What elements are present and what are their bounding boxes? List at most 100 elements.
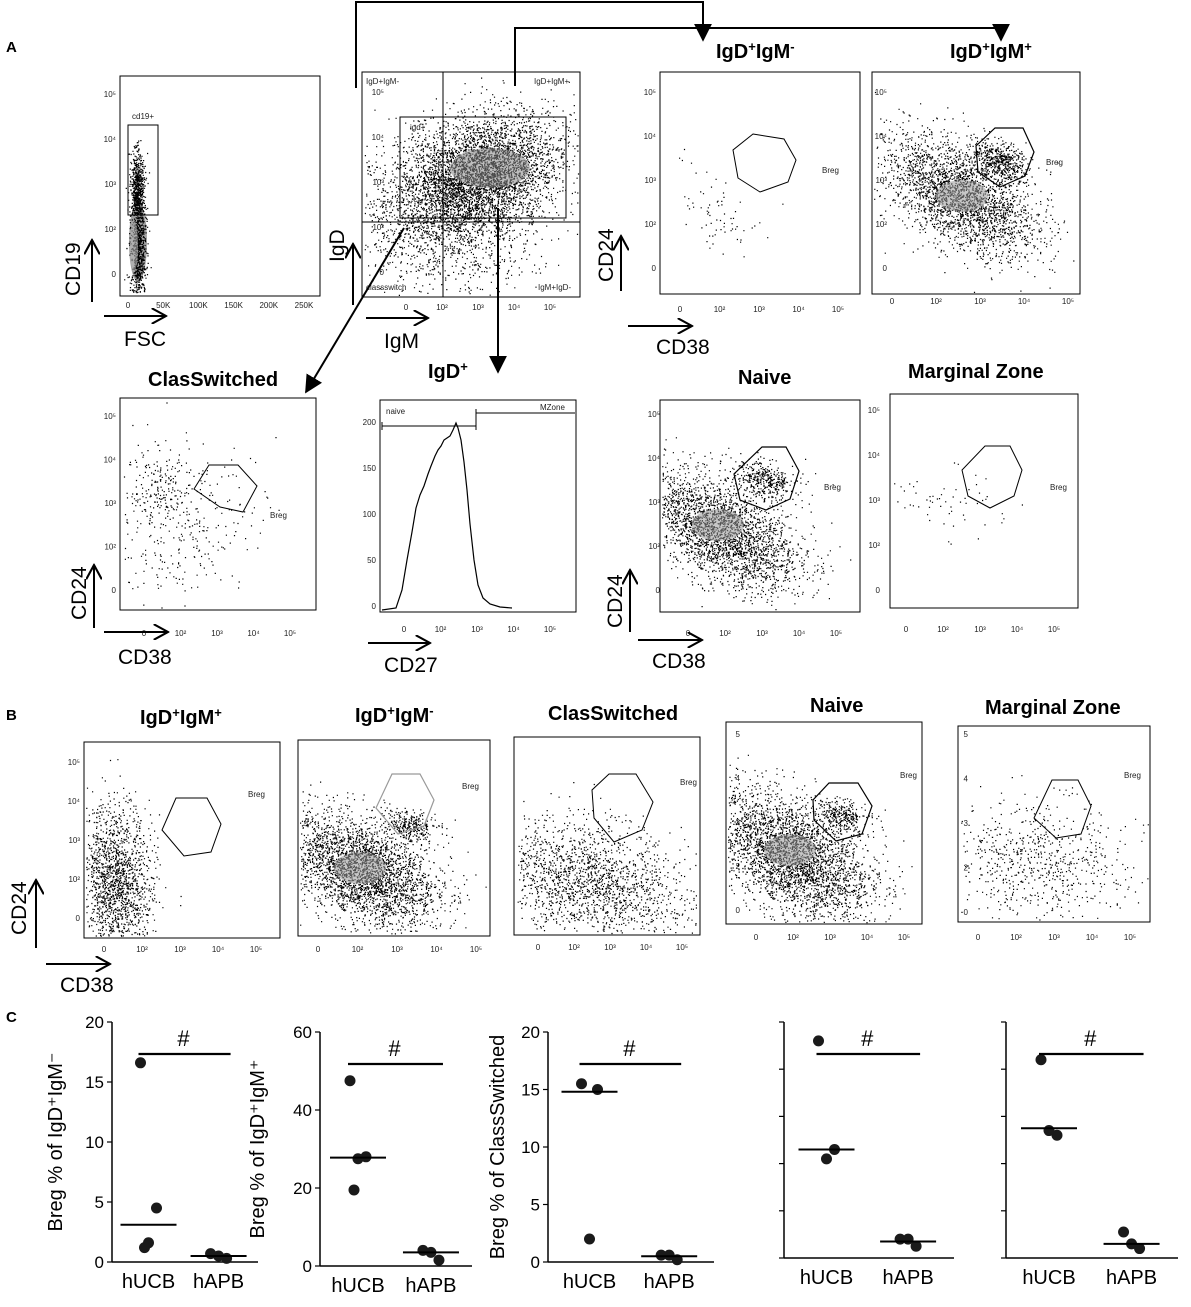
x-tick-label: 10⁵ <box>544 625 556 634</box>
dots-a-naive <box>662 437 852 611</box>
data-point <box>344 1075 356 1087</box>
density-core <box>764 834 816 866</box>
dot-cloud <box>961 775 1149 921</box>
dot-cloud <box>364 108 579 296</box>
dot-cloud <box>517 782 697 935</box>
y-tick-label: 10³ <box>868 496 880 505</box>
dots-b-naive <box>728 754 913 924</box>
breg-label-b4: Breg <box>900 771 917 780</box>
plot-frame-b-naive <box>725 721 923 925</box>
dots-b-igdpos-igmneg <box>300 781 487 935</box>
gate-label-mzone: MZone <box>540 403 565 412</box>
x-tick-label: 0 <box>686 629 691 638</box>
axis-label-igd: IgD <box>326 229 349 262</box>
x-tick-label: 0 <box>126 301 131 310</box>
sup-plus: + <box>387 703 395 718</box>
significance-mark: # <box>1084 1026 1097 1051</box>
x-tick-label: 10³ <box>974 297 986 306</box>
y-tick-label: 10² <box>648 542 660 551</box>
y-tick-label: 10⁵ <box>104 412 116 421</box>
y-tick-label: 0 <box>112 586 117 595</box>
data-point <box>910 1240 922 1252</box>
x-tick-label: 200K <box>259 301 278 310</box>
title-a-igdpos-igmneg: IgD+IgM- <box>716 39 795 64</box>
data-point <box>1043 1125 1055 1137</box>
dots-a-igdpos-igmpos <box>874 91 1075 294</box>
x-tick-label: 10⁴ <box>640 943 653 952</box>
gate-label-cd19: cd19+ <box>132 112 154 121</box>
x-tick-label: 0 <box>976 933 981 942</box>
significance-mark: # <box>177 1026 190 1051</box>
breg-gate-b-naive <box>812 782 873 842</box>
y-tick-label: 150 <box>363 464 377 473</box>
axis-label-cd38-a7: CD38 <box>652 650 706 673</box>
y-tick-label: 10⁴ <box>104 456 117 465</box>
y-tick-label: 10 <box>521 1138 540 1157</box>
data-point <box>352 1153 364 1165</box>
title-a-igd-histogram: IgD+ <box>428 359 468 384</box>
y-tick-label: 10² <box>68 875 80 884</box>
y-tick-label: 20 <box>293 1179 312 1198</box>
data-point <box>655 1249 667 1261</box>
dot-cloud <box>894 462 1023 545</box>
x-tick-label: 10³ <box>604 943 616 952</box>
x-tick-label: 10² <box>937 625 949 634</box>
x-tick-label: 10³ <box>756 629 768 638</box>
x-tick-label: 50K <box>156 301 171 310</box>
x-tick-label: 10⁴ <box>247 629 260 638</box>
axis-label-cd38-a5: CD38 <box>118 646 172 669</box>
dot-cloud <box>300 781 487 935</box>
x-tick-label: 10⁵ <box>284 629 296 638</box>
axis-label-fsc: FSC <box>124 328 166 351</box>
density-core <box>450 148 530 188</box>
y-tick-label: 2 <box>964 864 969 873</box>
title-igd-4: IgD <box>140 707 172 729</box>
y-tick-label: 10³ <box>372 178 384 187</box>
y-tick-label: 10⁴ <box>104 135 117 144</box>
y-tick-label: 10² <box>875 220 887 229</box>
title-b-naive: Naive <box>810 695 863 717</box>
significance-mark: # <box>861 1026 874 1051</box>
breg-label-a8: Breg <box>1050 483 1067 492</box>
dots-igd-igm <box>364 77 580 296</box>
significance-mark: # <box>623 1036 636 1061</box>
plot-frame-a-igdpos-igmpos <box>871 71 1081 295</box>
x-tick-label: 10² <box>714 305 726 314</box>
dot-cloud <box>86 759 182 937</box>
x-tick-label: 10² <box>136 945 148 954</box>
x-tick-label: 10⁴ <box>1011 625 1024 634</box>
title-a-marginal-zone: Marginal Zone <box>908 361 1044 383</box>
panel-label-a: A <box>6 39 17 56</box>
data-point <box>433 1254 445 1266</box>
dots-a-classwitched <box>123 402 280 609</box>
gate-arrow-to-igdpos-igmpos <box>514 23 1010 86</box>
plot-frame-igd-igm <box>361 71 581 298</box>
data-point <box>592 1084 603 1095</box>
title-a-naive: Naive <box>738 367 791 389</box>
x-tick-label: 0 <box>142 629 147 638</box>
sup-minus: - <box>790 39 794 54</box>
panel-label-c: C <box>6 1009 17 1026</box>
y-tick-label: 5 <box>736 730 741 739</box>
plot-frame-a-naive <box>659 399 861 613</box>
y-tick-label: 200 <box>363 418 377 427</box>
breg-gate-a-naive <box>733 446 800 511</box>
breg-label-b1: Breg <box>248 790 265 799</box>
x-tick-label: 10⁴ <box>792 305 805 314</box>
category-label: hAPB <box>644 1271 695 1293</box>
category-label: hAPB <box>405 1275 456 1297</box>
gate-label-naive: naive <box>386 407 406 416</box>
axis-label-cd24-b: CD24 <box>8 881 31 935</box>
sup-plus: + <box>460 359 468 374</box>
y-tick-label: 10⁴ <box>372 133 385 142</box>
